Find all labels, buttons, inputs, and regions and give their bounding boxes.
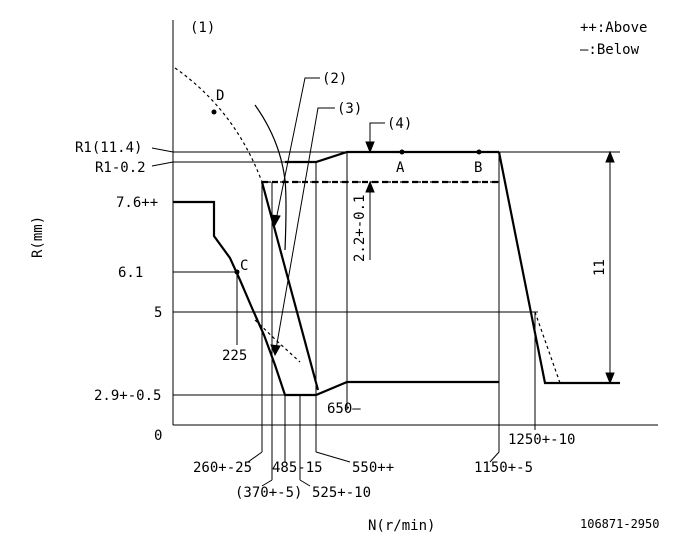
figure-id: 106871-2950	[580, 517, 659, 531]
y-tick-r1-minus: R1-0.2	[95, 160, 146, 176]
x-tick-1150: 1150+-5	[474, 460, 533, 476]
point-d	[211, 109, 217, 115]
x-tick-525: 525+-10	[312, 485, 371, 501]
dashed-tail	[534, 311, 561, 384]
point-b	[476, 149, 482, 155]
x-axis-label: N(r/min)	[368, 518, 435, 534]
leader-260	[247, 451, 263, 463]
dim-11-arrow-top	[605, 150, 615, 163]
label-point-a: A	[396, 160, 405, 176]
dim-11-label: 11	[592, 259, 608, 276]
y-tick-7-6: 7.6++	[116, 195, 158, 211]
dim-11-arrow-bot	[605, 372, 615, 385]
dim-22-arrow-top	[365, 141, 375, 154]
y-tick-0: 0	[154, 428, 162, 444]
lower-curve	[173, 200, 499, 397]
point-c	[234, 269, 240, 275]
label-point-d: D	[216, 88, 224, 104]
arrow-3	[270, 344, 281, 357]
full-load-line	[285, 150, 499, 164]
x-tick-650: 650—	[327, 401, 361, 417]
x-tick-260: 260+-25	[193, 460, 252, 476]
leader-3	[274, 107, 335, 356]
leader-525	[299, 479, 311, 487]
dashed-curve-d	[174, 67, 263, 183]
leader-r1	[151, 147, 174, 153]
leader-370	[261, 479, 273, 487]
dim-2-2-label: 2.2+-0.1	[352, 195, 368, 262]
leader-550	[315, 451, 351, 463]
legend-above: ++:Above	[580, 20, 647, 36]
y-tick-r1: R1(11.4)	[75, 140, 142, 156]
callout-3: (3)	[337, 101, 362, 117]
arrow-2	[270, 214, 281, 227]
torque-drop-line	[260, 181, 320, 391]
y-tick-6-1: 6.1	[118, 265, 143, 281]
x-tick-485: 485-15	[272, 460, 323, 476]
callout-1: (1)	[190, 20, 215, 36]
leader-r1-minus	[151, 161, 174, 167]
x-tick-370: (370+-5)	[235, 485, 302, 501]
label-point-c: C	[240, 258, 248, 274]
label-point-b: B	[474, 160, 482, 176]
x-tick-225: 225	[222, 348, 247, 364]
leader-1150	[489, 451, 500, 463]
high-idle-cut	[497, 151, 620, 385]
callout-2: (2)	[322, 71, 347, 87]
x-tick-1250: 1250+-10	[508, 432, 575, 448]
legend-below: —:Below	[580, 42, 640, 58]
y-tick-5: 5	[154, 305, 162, 321]
x-tick-550: 550++	[352, 460, 394, 476]
dim-22-arrow-bot	[365, 180, 375, 193]
y-axis-label: R(mm)	[30, 216, 46, 258]
y-tick-2-9: 2.9+-0.5	[94, 388, 161, 404]
curve-2	[254, 104, 287, 251]
callout-4: (4)	[387, 116, 412, 132]
point-a	[399, 149, 405, 155]
dashed-mid	[254, 319, 301, 363]
